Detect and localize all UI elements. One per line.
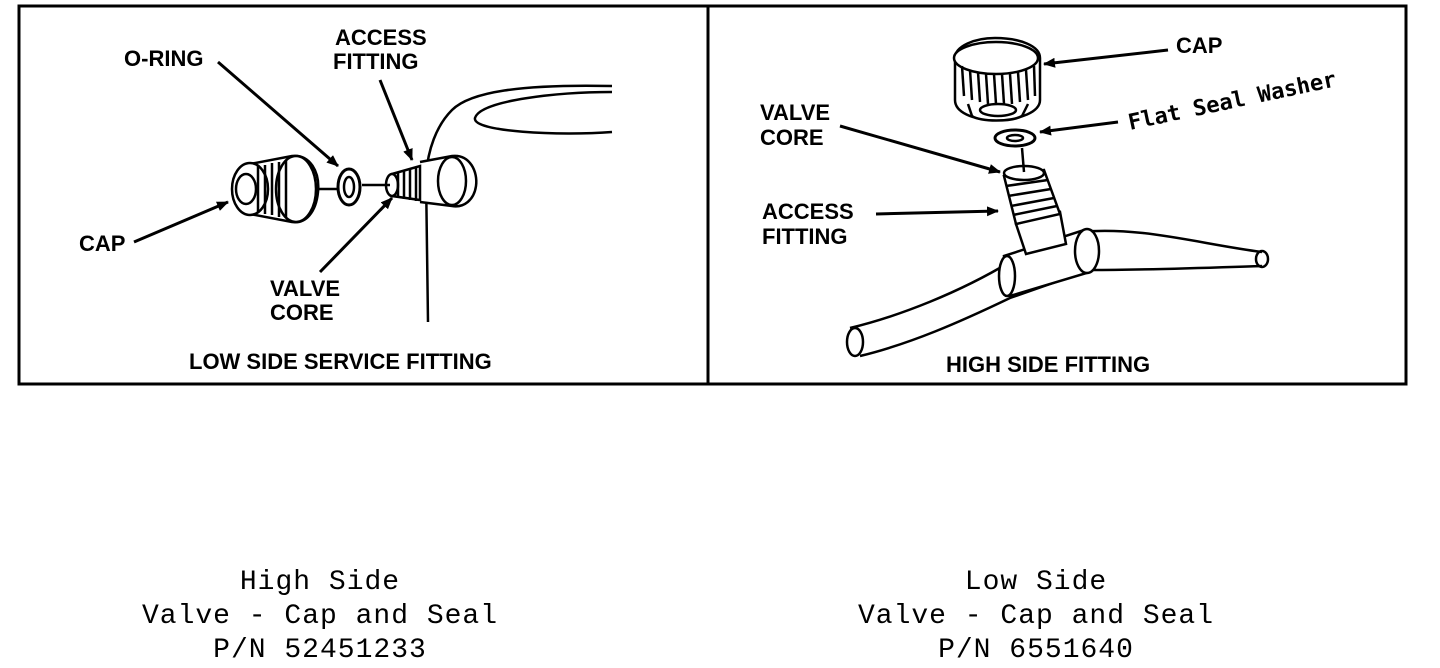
- high-side-part-caption: High Side Valve - Cap and Seal P/N 52451…: [60, 566, 580, 668]
- low-side-panel-title: LOW SIDE SERVICE FITTING: [189, 349, 492, 374]
- caption-line: Valve - Cap and Seal: [141, 601, 499, 632]
- part-number: P/N 6551640: [938, 635, 1134, 666]
- access-fitting-label-line2: FITTING: [333, 49, 419, 74]
- caption-line: Low Side: [964, 567, 1108, 598]
- part-number: P/N 52451233: [213, 635, 427, 666]
- high-access-fitting-label-line1: ACCESS: [762, 199, 854, 224]
- cap-label: CAP: [79, 231, 125, 256]
- low-side-part-caption: Low Side Valve - Cap and Seal P/N 655164…: [776, 566, 1296, 668]
- high-access-fitting-label-line2: FITTING: [762, 224, 848, 249]
- o-ring-shape: [336, 167, 362, 207]
- valve-core-label-line1: VALVE: [270, 276, 340, 301]
- high-side-panel-frame: [706, 4, 1408, 386]
- low-side-hose-ellipse: [473, 90, 613, 135]
- high-side-drawing: [845, 36, 1270, 358]
- access-fitting-body: [419, 154, 478, 208]
- low-side-hose: [424, 84, 613, 323]
- high-valve-core-label-line2: CORE: [760, 125, 824, 150]
- low-side-drawing: [230, 84, 613, 323]
- high-cap-label: CAP: [1176, 33, 1222, 58]
- low-side-leaders: [133, 60, 414, 274]
- high-side-panel-title: HIGH SIDE FITTING: [946, 352, 1150, 377]
- high-valve-core-label-line1: VALVE: [760, 100, 830, 125]
- o-ring-label: O-RING: [124, 46, 203, 71]
- flat-seal-washer-shape: [993, 128, 1037, 148]
- valve-core-label-line2: CORE: [270, 300, 334, 325]
- caption-line: Valve - Cap and Seal: [857, 601, 1215, 632]
- high-side-leaders: [839, 48, 1169, 217]
- access-fitting-label-line1: ACCESS: [335, 25, 427, 50]
- flat-seal-washer-label: Flat Seal Washer: [1126, 67, 1338, 136]
- caption-line: High Side: [239, 567, 401, 598]
